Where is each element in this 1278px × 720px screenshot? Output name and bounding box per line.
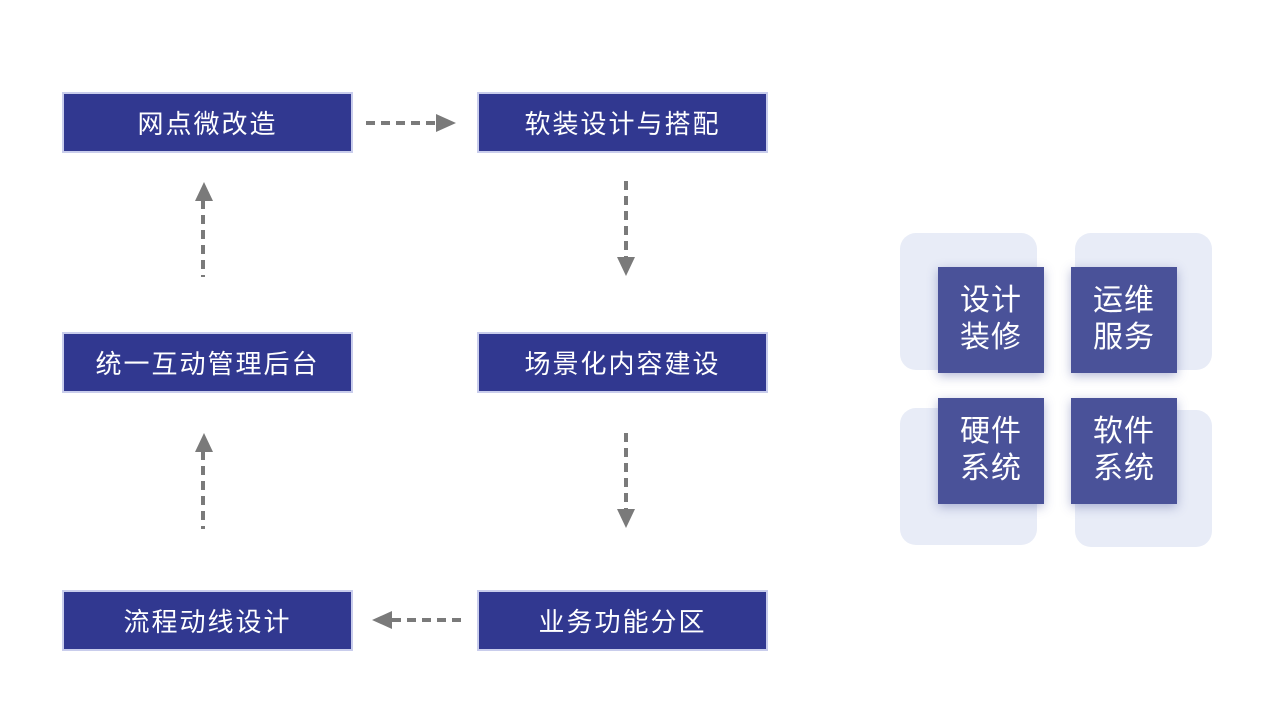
capability-grid: 设计 装修 运维 服务 硬件 系统 软件 系统 [900,233,1212,547]
arrow-head [195,433,213,452]
arrow-line [201,200,205,277]
grid-card-label-line: 系统 [1093,452,1155,485]
arrow-head [617,257,635,276]
flow-box-unified-interactive-admin: 统一互动管理后台 [62,332,353,393]
arrow-head [195,182,213,201]
grid-card-design-decoration: 设计 装修 [938,267,1044,373]
grid-card-hardware-system: 硬件 系统 [938,398,1044,504]
grid-card-label-line: 软件 [1093,415,1155,449]
grid-card-label-line: 系统 [960,452,1022,485]
grid-card-label-line: 装修 [960,321,1022,354]
arrow-line [392,618,462,622]
arrow-head [617,509,635,528]
flow-box-process-flow-design: 流程动线设计 [62,590,353,651]
arrow-head [372,611,392,629]
grid-card-label-line: 服务 [1093,321,1155,354]
grid-card-label-line: 设计 [960,284,1022,318]
flow-box-network-micro-renovation: 网点微改造 [62,92,353,153]
flow-box-scenario-content-building: 场景化内容建设 [477,332,768,393]
grid-card-label-line: 硬件 [960,415,1022,449]
arrow-line [201,451,205,529]
flow-box-soft-decoration-design: 软装设计与搭配 [477,92,768,153]
arrow-head [436,114,456,132]
arrow-line [624,181,628,257]
grid-card-label-line: 运维 [1093,284,1155,318]
flow-box-business-function-zoning: 业务功能分区 [477,590,768,651]
grid-card-software-system: 软件 系统 [1071,398,1177,504]
arrow-line [624,433,628,509]
arrow-line [366,121,436,125]
grid-card-ops-service: 运维 服务 [1071,267,1177,373]
